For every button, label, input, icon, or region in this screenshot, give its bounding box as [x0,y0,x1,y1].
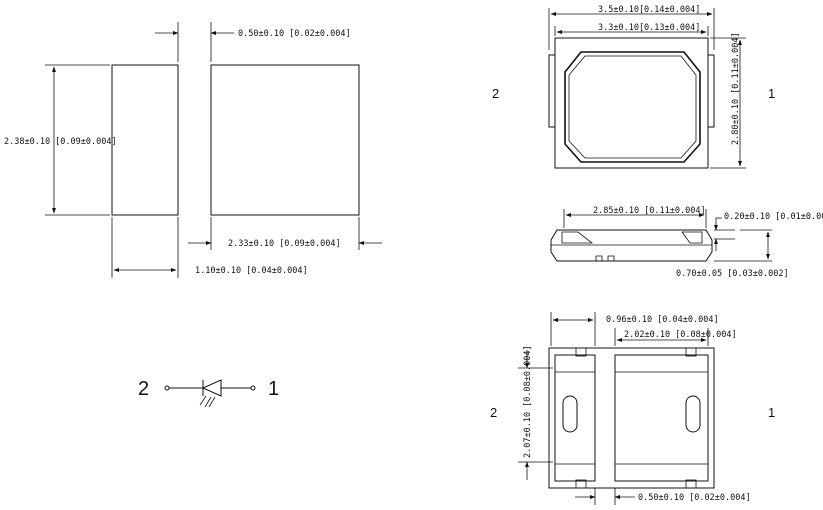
top-view: 3.5±0.10[0.14±0.004] 3.3±0.10[0.13±0.004… [492,5,775,169]
top-view-outer-width-label: 3.5±0.10[0.14±0.004] [598,5,700,15]
side-view-left-lens [561,231,594,244]
top-view-pin-left: 2 [492,86,499,101]
footprint-height-label: 2.38±0.10 [0.09±0.004] [4,137,117,147]
bottom-view: 0.96±0.10 [0.04±0.004] 2.02±0.10 [0.08±0… [490,312,775,505]
footprint-pad-small [111,64,179,216]
top-view-lens-inner [568,55,697,159]
side-view-body [550,229,713,262]
schematic-pin-right: 1 [268,378,279,400]
diode-triangle [201,379,222,397]
footprint-pad-small-label: 1.10±0.10 [0.04±0.004] [195,266,308,276]
bottom-view-pad-small [554,354,596,482]
side-view-thickness-label: 0.70±0.05 [0.03±0.002] [676,269,789,279]
bottom-view-gap-label: 0.50±0.10 [0.02±0.004] [638,493,751,503]
side-view-right-lens [681,231,703,244]
schematic-terminal-left [164,385,170,391]
top-view-inner-width-label: 3.3±0.10[0.13±0.004] [598,23,700,33]
side-view-lead-label: 0.20±0.10 [0.01±0.004] [724,212,823,222]
top-view-lead-right [707,54,715,128]
bottom-view-pad-large [614,354,709,482]
footprint-pad-large-label: 2.33±0.10 [0.09±0.004] [228,239,341,249]
bottom-view-pad-large-label: 2.02±0.10 [0.08±0.004] [624,330,737,340]
side-view: 2.85±0.10 [0.11±0.004] 0.20±0.10 [0.01±0… [550,206,823,279]
top-view-body [554,37,709,169]
diode-schematic: 2 1 [138,378,279,408]
side-view-length-label: 2.85±0.10 [0.11±0.004] [593,206,706,216]
bottom-view-pad-small-label: 0.96±0.10 [0.04±0.004] [606,315,719,325]
bottom-view-height-label: 2.07±0.10 [0.08±0.004] [523,345,533,458]
bottom-view-pin-left: 2 [490,405,497,420]
schematic-terminal-right [250,385,256,391]
bottom-view-body [548,347,715,489]
top-view-pin-right: 1 [768,86,775,101]
footprint-gap-label: 0.50±0.10 [0.02±0.004] [238,29,351,39]
bottom-view-slot-right [685,395,701,433]
schematic-pin-left: 2 [138,378,149,400]
footprint-view: 0.50±0.10 [0.02±0.004] 2.38±0.10 [0.09±0… [4,22,382,278]
bottom-view-slot-left [562,395,578,433]
top-view-lens-outer [564,51,701,163]
footprint-pad-large [210,64,360,216]
top-view-height-label: 2.80±0.10 [0.11±0.004] [731,32,741,145]
bottom-view-pin-right: 1 [768,405,775,420]
top-view-lead-left [548,54,556,128]
